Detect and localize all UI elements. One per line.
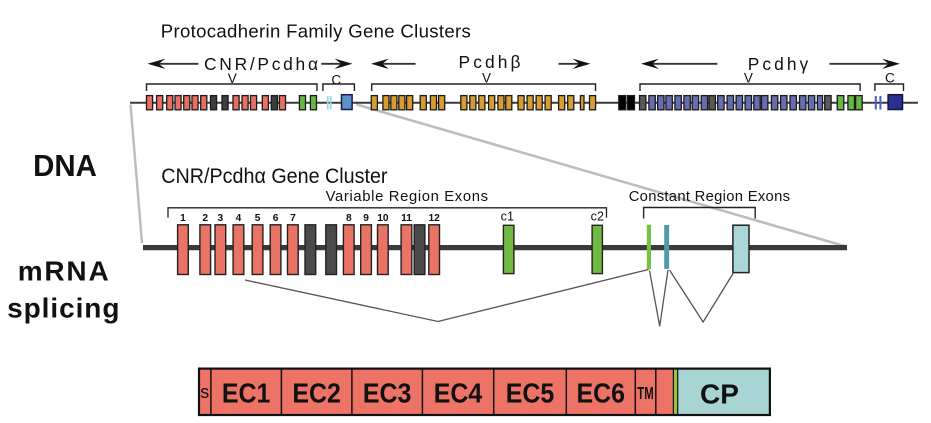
svg-text:EC1: EC1 — [222, 378, 271, 409]
svg-text:9: 9 — [363, 213, 369, 224]
svg-text:EC3: EC3 — [363, 378, 412, 409]
svg-text:s: s — [200, 382, 209, 402]
svg-text:C: C — [885, 70, 895, 85]
svg-text:EC4: EC4 — [434, 378, 483, 409]
svg-text:V: V — [744, 70, 753, 85]
svg-text:splicing: splicing — [7, 292, 119, 323]
svg-text:TM: TM — [637, 383, 653, 403]
svg-text:Variable Region Exons: Variable Region Exons — [326, 189, 488, 205]
svg-text:3: 3 — [217, 213, 223, 224]
svg-text:12: 12 — [429, 213, 441, 224]
svg-text:EC5: EC5 — [506, 378, 555, 409]
svg-text:Constant Region Exons: Constant Region Exons — [629, 189, 790, 205]
svg-text:C: C — [331, 72, 341, 87]
svg-text:5: 5 — [255, 213, 261, 224]
svg-text:10: 10 — [377, 213, 389, 224]
svg-text:DNA: DNA — [33, 148, 97, 183]
svg-text:1: 1 — [180, 213, 186, 224]
svg-text:V: V — [228, 71, 237, 86]
svg-text:CNR/Pcdhα Gene Cluster: CNR/Pcdhα Gene Cluster — [161, 165, 387, 188]
svg-text:7: 7 — [290, 213, 296, 224]
svg-text:Pcdhγ: Pcdhγ — [748, 54, 809, 74]
svg-text:mRNA: mRNA — [18, 256, 109, 287]
svg-text:CNR/Pcdhα: CNR/Pcdhα — [204, 54, 318, 74]
svg-text:Pcdhβ: Pcdhβ — [459, 52, 521, 72]
svg-text:c2: c2 — [591, 210, 604, 224]
svg-text:4: 4 — [236, 213, 242, 224]
svg-text:EC2: EC2 — [292, 378, 341, 409]
svg-text:c1: c1 — [501, 210, 514, 224]
svg-text:EC6: EC6 — [577, 378, 626, 409]
svg-text:6: 6 — [273, 213, 279, 224]
svg-text:2: 2 — [202, 213, 208, 224]
svg-text:8: 8 — [346, 213, 352, 224]
svg-text:V: V — [482, 70, 491, 85]
svg-text:Protocadherin Family Gene Clus: Protocadherin Family Gene Clusters — [161, 20, 471, 41]
svg-text:11: 11 — [401, 213, 412, 224]
svg-text:CP: CP — [700, 378, 739, 409]
